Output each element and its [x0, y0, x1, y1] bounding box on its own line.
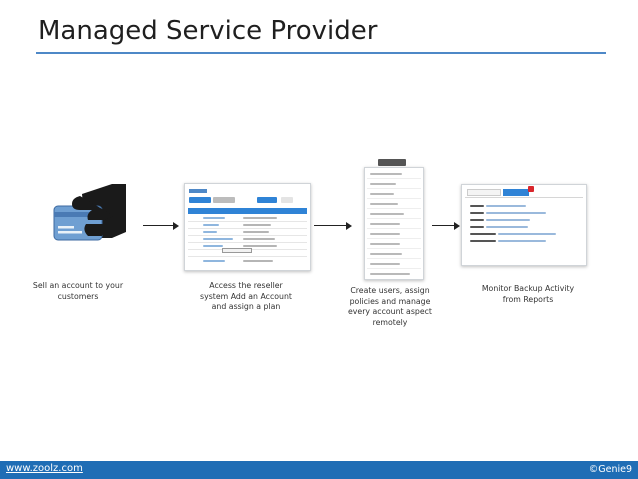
menu-divider — [367, 228, 421, 229]
menu-item — [370, 253, 402, 255]
step-caption-monitor: Monitor Backup Activity from Reports — [481, 284, 575, 304]
table-row — [203, 260, 225, 262]
page-title: Managed Service Provider — [38, 16, 378, 46]
list-item — [470, 219, 484, 221]
menu-divider — [367, 208, 421, 209]
flow-arrow-2 — [314, 221, 352, 230]
table-row — [203, 231, 217, 233]
hand-card-icon — [53, 184, 126, 241]
table-row — [203, 217, 225, 219]
table-row — [243, 217, 277, 219]
list-item — [498, 233, 556, 235]
tab-underline — [465, 197, 583, 198]
accounts-window-heading — [189, 189, 207, 193]
list-item — [486, 212, 546, 214]
menu-divider — [367, 178, 421, 179]
actions-button-thumb — [378, 159, 406, 166]
table-row-divider — [188, 221, 307, 222]
menu-item — [370, 193, 394, 195]
table-row-divider — [188, 256, 307, 257]
website-link[interactable]: www.zoolz.com — [6, 463, 83, 474]
menu-item — [370, 183, 396, 185]
list-item — [470, 240, 496, 242]
alert-badge-icon — [528, 186, 534, 192]
menu-item — [370, 243, 400, 245]
footer-bar: www.zoolz.com ©Genie9 — [0, 461, 638, 479]
flow-arrow-1 — [143, 221, 179, 230]
table-row — [203, 245, 223, 247]
accounts-screenshot — [184, 183, 311, 271]
list-item — [470, 226, 484, 228]
table-row — [243, 238, 275, 240]
table-row — [243, 245, 277, 247]
flow-arrow-3 — [432, 221, 460, 230]
menu-divider — [367, 258, 421, 259]
activity-report-screenshot — [461, 184, 587, 266]
table-row — [203, 224, 219, 226]
menu-item — [370, 263, 400, 265]
list-item — [486, 219, 530, 221]
menu-divider — [367, 188, 421, 189]
table-row — [203, 238, 233, 240]
export-button-thumb — [257, 197, 277, 203]
menu-item — [370, 223, 400, 225]
add-account-button-thumb — [189, 197, 211, 203]
table-row — [243, 224, 271, 226]
list-item — [486, 205, 526, 207]
menu-item — [370, 173, 402, 175]
actions-menu-screenshot — [364, 167, 424, 280]
footer-brand: ©Genie9 — [588, 464, 632, 475]
table-row — [243, 231, 269, 233]
menu-item — [370, 213, 404, 215]
table-row-divider — [188, 235, 307, 236]
table-row — [243, 260, 273, 262]
menu-divider — [367, 248, 421, 249]
menu-divider — [367, 218, 421, 219]
list-item — [470, 212, 484, 214]
list-item — [486, 226, 528, 228]
list-item — [498, 240, 546, 242]
search-box-thumb — [281, 197, 293, 203]
tooltip-thumb — [222, 248, 252, 253]
step-caption-access: Access the reseller system Add an Accoun… — [200, 281, 292, 311]
menu-item — [370, 273, 410, 275]
list-item — [470, 233, 496, 235]
menu-divider — [367, 268, 421, 269]
tab-activity-stream-thumb — [467, 189, 501, 196]
title-underline — [36, 52, 606, 54]
tab-alerts-thumb — [503, 189, 529, 196]
list-item — [470, 205, 484, 207]
menu-item — [370, 203, 398, 205]
table-row-divider — [188, 242, 307, 243]
menu-divider — [367, 198, 421, 199]
accounts-table-header — [188, 208, 307, 214]
step-caption-manage: Create users, assign policies and manage… — [348, 286, 432, 327]
step-caption-sell: Sell an account to your customers — [32, 281, 124, 301]
menu-item — [370, 233, 400, 235]
assign-button-thumb — [213, 197, 235, 203]
table-row-divider — [188, 228, 307, 229]
menu-divider — [367, 238, 421, 239]
